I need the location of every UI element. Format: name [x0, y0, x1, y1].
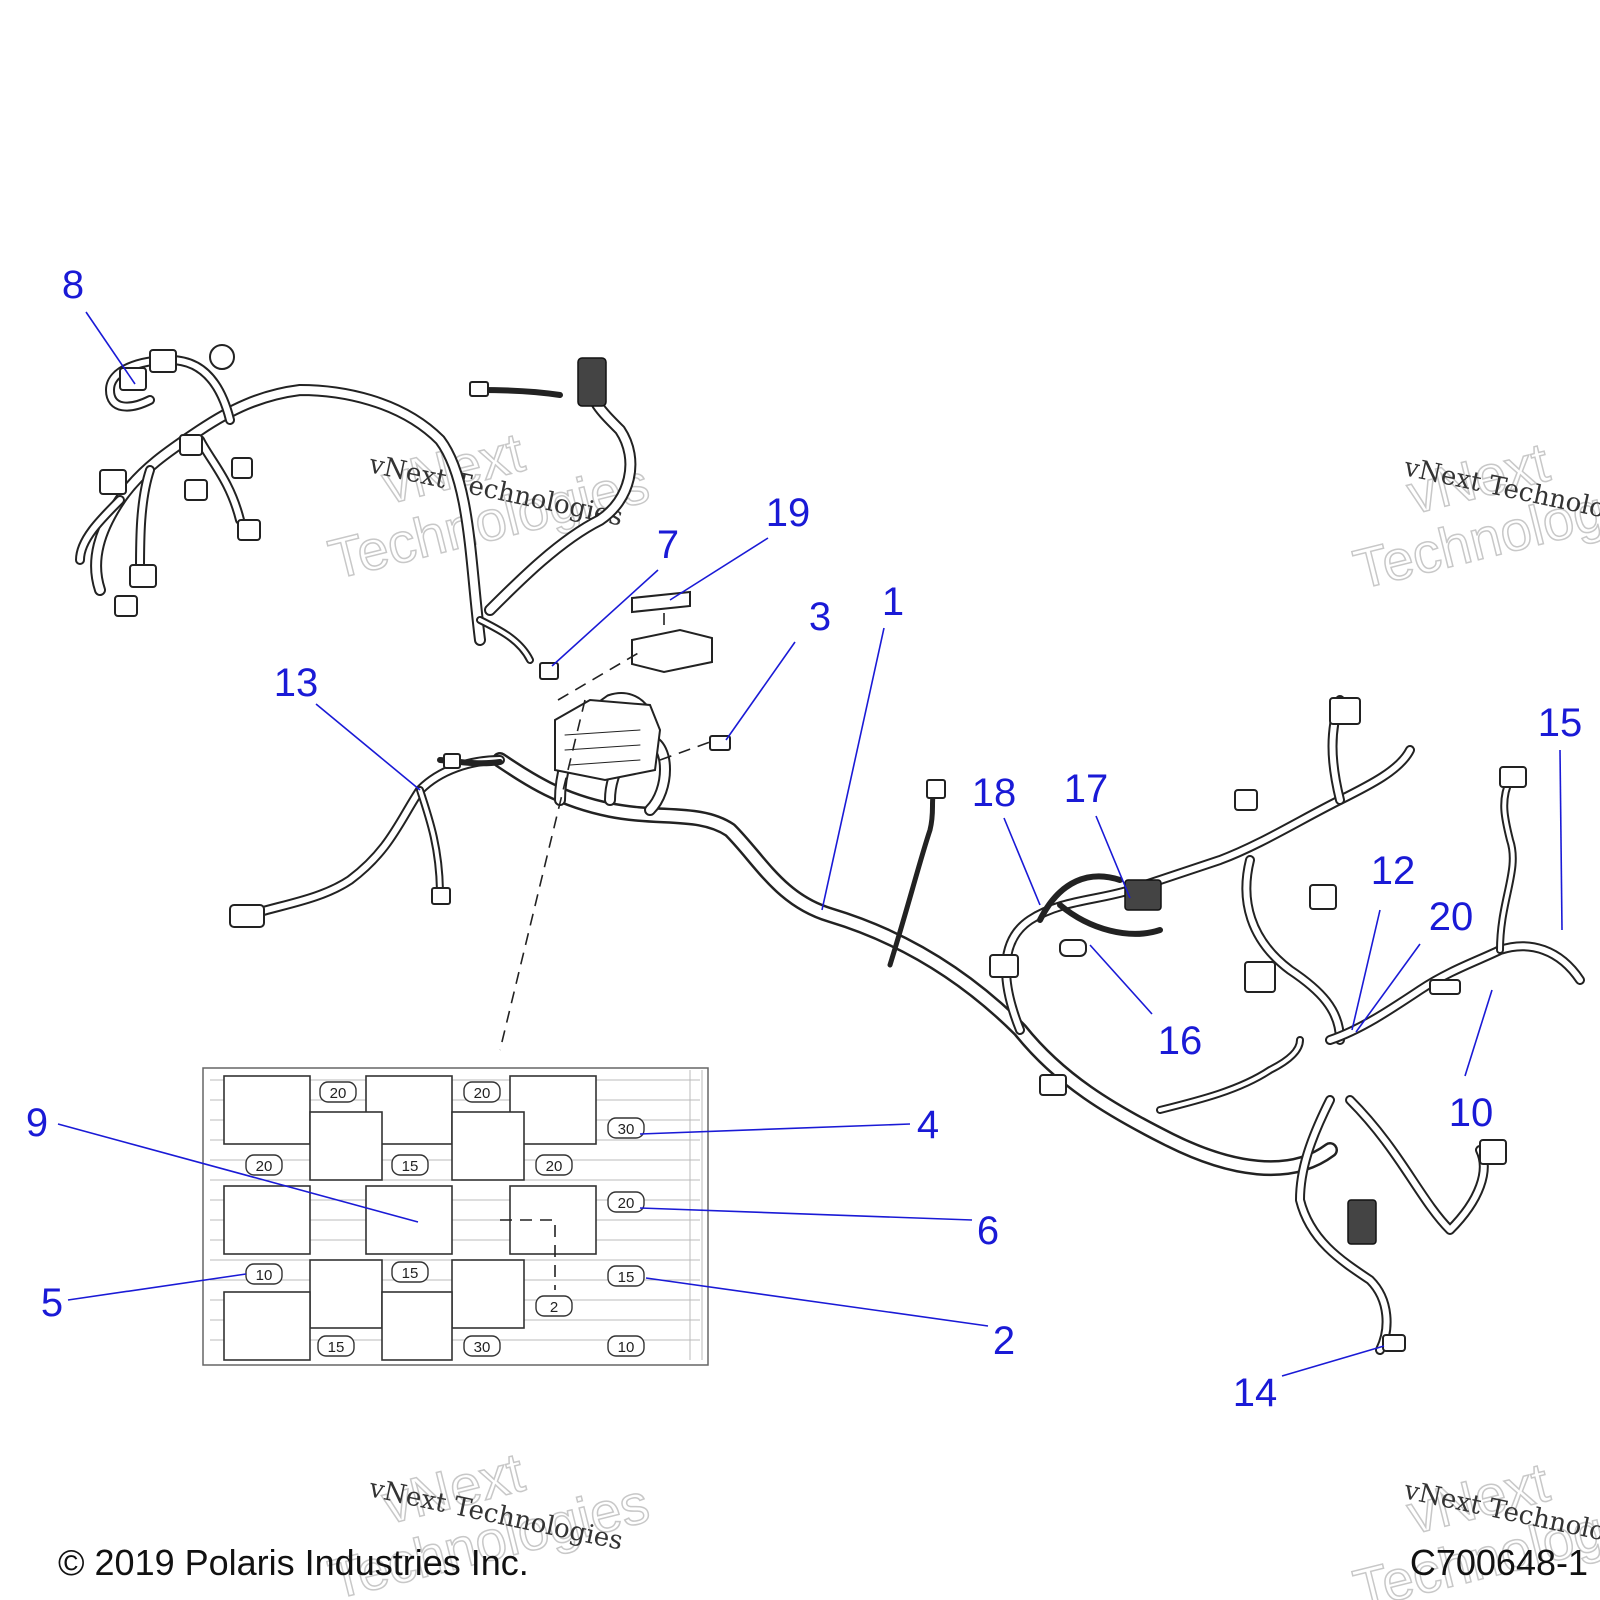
relay	[223, 1075, 311, 1145]
connector	[1039, 1074, 1067, 1096]
fuse-rating: 20	[546, 1158, 563, 1175]
connector	[709, 735, 731, 751]
connector	[149, 349, 177, 373]
fuse: 30	[463, 1335, 501, 1357]
fuse: 2	[535, 1295, 573, 1317]
callout-2: 2	[993, 1319, 1015, 1363]
connector	[119, 367, 147, 391]
callout-9: 9	[26, 1101, 48, 1145]
fuse: 15	[391, 1261, 429, 1283]
fuse: 10	[607, 1335, 645, 1357]
connector	[1234, 789, 1258, 811]
connector	[1124, 879, 1162, 911]
fuse: 20	[535, 1154, 573, 1176]
fuse: 20	[245, 1154, 283, 1176]
fuse-rating: 15	[402, 1158, 419, 1175]
relay	[451, 1111, 525, 1181]
figure-id: C700648-1	[1409, 1542, 1588, 1583]
callout-16: 16	[1158, 1019, 1203, 1063]
connector	[129, 564, 157, 588]
connector	[99, 469, 127, 495]
fuse-rating: 30	[618, 1121, 635, 1138]
callout-17: 17	[1064, 767, 1109, 811]
callout-14: 14	[1233, 1371, 1278, 1415]
relay	[309, 1259, 383, 1329]
fuse-rating: 20	[330, 1085, 347, 1102]
connector	[539, 662, 559, 680]
fuse-rating: 20	[618, 1195, 635, 1212]
relay	[223, 1185, 311, 1255]
fuse-rating: 15	[618, 1269, 635, 1286]
callout-10: 10	[1449, 1091, 1494, 1135]
connector	[209, 344, 235, 370]
fuse-rating: 20	[256, 1158, 273, 1175]
connector	[1329, 697, 1361, 725]
fuse: 20	[463, 1081, 501, 1103]
fuse: 15	[391, 1154, 429, 1176]
connector	[1059, 939, 1087, 957]
fuse: 10	[245, 1263, 283, 1285]
connector	[443, 753, 461, 769]
connector	[431, 887, 451, 905]
callouts: 1 2 3 4 5 6 7 8 9 10 12 13 14 15 16 17 1…	[26, 263, 1582, 1415]
connector	[577, 357, 607, 407]
callout-15: 15	[1538, 701, 1583, 745]
fuse-box-detail: 20 20 30 20 15 20 20 10 15 15 2 15 30 10	[202, 1067, 709, 1366]
callout-1: 1	[882, 580, 904, 624]
connector	[926, 779, 946, 799]
callout-4: 4	[917, 1103, 939, 1147]
connector	[1244, 961, 1276, 993]
connector	[1309, 884, 1337, 910]
fuse-rating: 30	[474, 1339, 491, 1356]
callout-7: 7	[657, 523, 679, 567]
fuse: 20	[319, 1081, 357, 1103]
relay	[309, 1111, 383, 1181]
fuse-rating: 2	[550, 1299, 558, 1316]
dashed-lines	[499, 612, 711, 1051]
callout-20: 20	[1429, 895, 1474, 939]
connector	[231, 457, 253, 479]
connector	[1499, 766, 1527, 788]
relay	[381, 1291, 453, 1361]
label-sticker	[631, 590, 691, 614]
connector	[989, 954, 1019, 978]
fuse-rating: 15	[328, 1339, 345, 1356]
callout-12: 12	[1371, 849, 1416, 893]
callout-3: 3	[809, 595, 831, 639]
connector	[1347, 1199, 1377, 1245]
fuse: 15	[607, 1265, 645, 1287]
connector	[114, 595, 138, 617]
fuse: 20	[607, 1191, 645, 1213]
connector	[237, 519, 261, 541]
callout-5: 5	[41, 1281, 63, 1325]
connector	[1429, 979, 1461, 995]
callout-18: 18	[972, 771, 1017, 815]
fuse-rating: 10	[256, 1267, 273, 1284]
fuse-rating: 10	[618, 1339, 635, 1356]
connector	[1382, 1334, 1406, 1352]
fuse-rating: 20	[474, 1085, 491, 1102]
callout-8: 8	[62, 263, 84, 307]
callout-6: 6	[977, 1209, 999, 1253]
connector	[229, 904, 265, 928]
fuse: 15	[317, 1335, 355, 1357]
relay	[451, 1259, 525, 1329]
fuse-box-cover	[631, 628, 713, 674]
connector	[184, 479, 208, 501]
connector	[1479, 1139, 1507, 1165]
copyright-text: © 2019 Polaris Industries Inc.	[58, 1542, 529, 1583]
relay	[223, 1291, 311, 1361]
fuse: 30	[607, 1117, 645, 1139]
connectors	[99, 344, 1527, 1352]
fuse-rating: 15	[402, 1265, 419, 1282]
connector	[179, 434, 203, 456]
connector	[469, 381, 489, 397]
callout-19: 19	[766, 491, 811, 535]
relay	[509, 1075, 597, 1145]
fuse-relay-box	[554, 698, 662, 782]
leader-lines	[57, 311, 1563, 1377]
callout-13: 13	[274, 661, 319, 705]
